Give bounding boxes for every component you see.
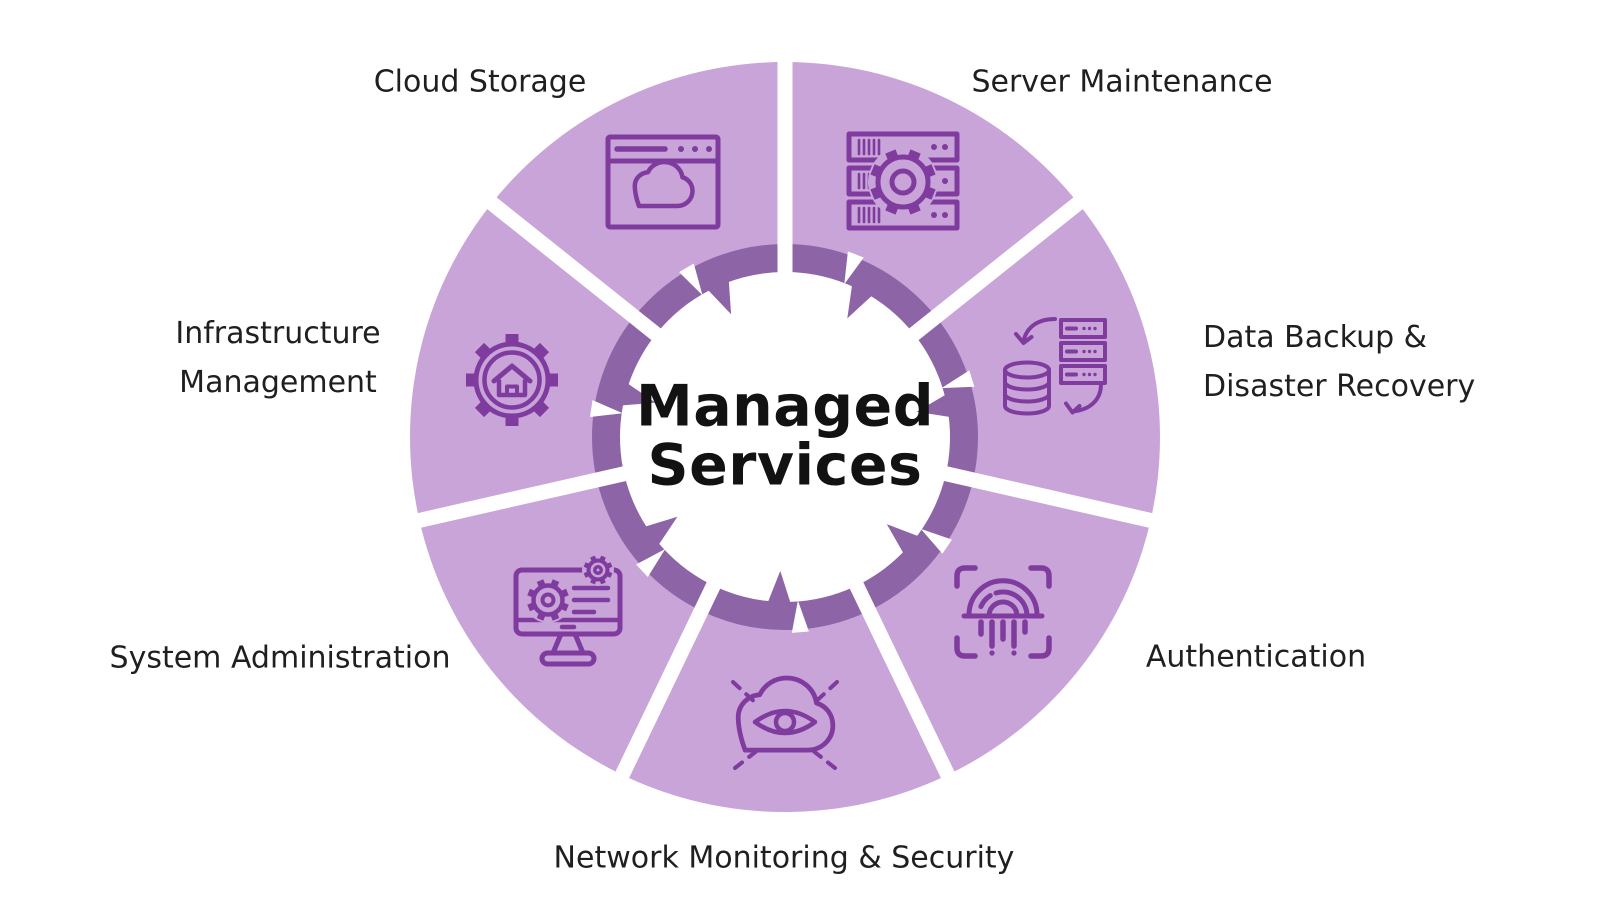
database-sync-icon <box>1003 317 1107 416</box>
label-cloud-storage: Cloud Storage <box>374 58 587 107</box>
ring-arrow-notch <box>791 600 809 633</box>
label-data-backup: Data Backup & Disaster Recovery <box>1203 313 1475 411</box>
label-line: Authentication <box>1145 639 1367 675</box>
ring-arrow-tooth <box>916 394 951 418</box>
center-title-line: Services <box>647 433 923 499</box>
label-line: Data Backup & <box>1203 320 1428 355</box>
server-gear-icon <box>846 131 960 231</box>
gear-house-icon <box>466 334 558 426</box>
label-line: Server Maintenance <box>971 64 1273 100</box>
label-line: Cloud Storage <box>373 64 587 100</box>
ring-arrow-notch <box>679 263 703 296</box>
fingerprint-scan-icon <box>954 565 1052 659</box>
ring-arrow-tooth <box>707 279 732 315</box>
browser-cloud-icon <box>605 134 721 230</box>
ring-arrow-notch <box>590 400 623 417</box>
label-infrastructure: Infrastructure Management <box>175 309 380 407</box>
ring-arrow-tooth <box>644 516 678 546</box>
ring-arrow-notch <box>920 528 952 554</box>
wedge-divider <box>467 181 682 357</box>
wedge-divider <box>838 558 966 801</box>
wedge-divider <box>393 460 653 534</box>
label-authentication: Authentication <box>1146 633 1366 682</box>
wedge-divider <box>917 460 1177 534</box>
cloud-storage-icon-box <box>601 130 725 234</box>
ring-arrow-notch <box>844 251 864 285</box>
label-server-maintenance: Server Maintenance <box>971 58 1272 107</box>
server-maintenance-icon-box <box>841 127 965 237</box>
system-administration-icon-box <box>506 550 630 674</box>
ring-arrow-tooth <box>767 570 791 604</box>
ring-arrow-notch <box>941 370 975 389</box>
label-line: Management <box>179 365 377 400</box>
ring-arrow-notch <box>636 549 666 577</box>
infrastructure-icon-box <box>454 322 570 438</box>
label-system-administration: System Administration <box>110 634 451 683</box>
data-backup-icon-box <box>997 314 1109 426</box>
center-title-line: Managed <box>636 373 934 440</box>
cloud-eye-icon <box>731 675 839 770</box>
authentication-icon-box <box>947 556 1059 668</box>
center-title: Managed Services <box>636 373 934 499</box>
wedge-divider <box>604 558 732 801</box>
monitor-gears-icon <box>513 554 623 667</box>
ring-arrow-tooth <box>621 383 656 406</box>
label-line: Infrastructure <box>175 316 381 351</box>
center-circle <box>619 271 951 603</box>
label-line: Network Monitoring & Security <box>553 840 1015 876</box>
label-line: System Administration <box>109 640 451 676</box>
label-line: Disaster Recovery <box>1203 369 1476 404</box>
wedge <box>622 573 948 813</box>
ring-arrow-tooth <box>886 524 920 555</box>
ring-arrow-tooth <box>847 284 873 319</box>
label-network-monitoring: Network Monitoring & Security <box>554 834 1015 883</box>
wedge-divider <box>888 181 1103 357</box>
network-monitoring-icon-box <box>717 660 853 776</box>
